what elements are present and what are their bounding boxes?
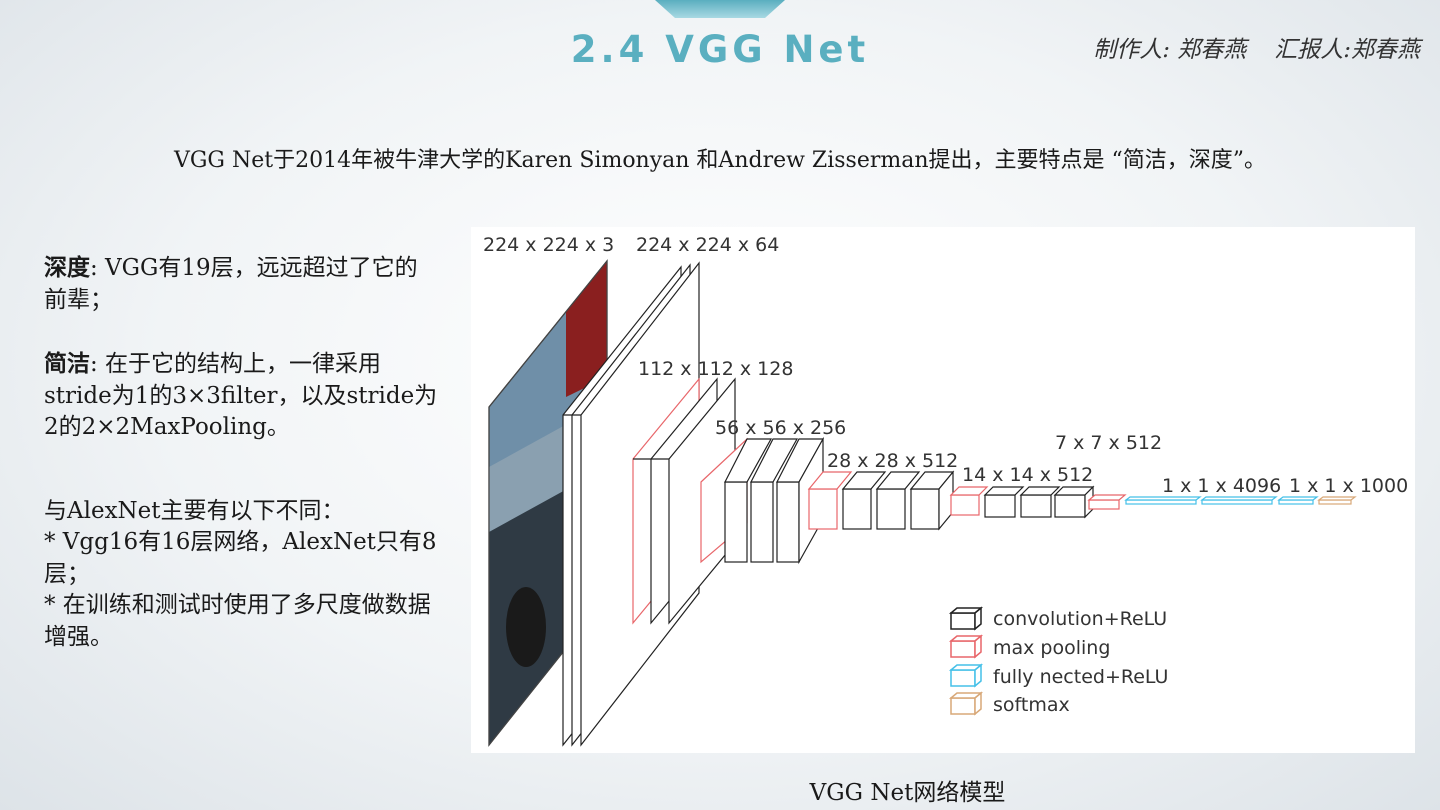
figure-caption: VGG Net网络模型 bbox=[809, 780, 1006, 806]
vgg-diagram: 224 x 224 x 3 224 x 224 x 64 112 x 112 x… bbox=[483, 234, 1408, 747]
simple-paragraph: 简洁: 在于它的结构上，一律采用stride为1的3×3filter，以及str… bbox=[44, 348, 439, 444]
legend-fc-text: fully nected+ReLU bbox=[993, 666, 1168, 688]
authors: 制作人: 郑春燕 汇报人:郑春燕 bbox=[1065, 30, 1420, 64]
legend-pool-icon bbox=[948, 634, 984, 659]
simple-text: : 在于它的结构上，一律采用stride为1的3×3filter，以及strid… bbox=[44, 351, 438, 440]
legend-conv-icon bbox=[948, 606, 984, 631]
simple-label: 简洁 bbox=[44, 350, 90, 377]
softmax-layer bbox=[1317, 496, 1357, 505]
label-conv4: 28 x 28 x 512 bbox=[827, 450, 958, 472]
legend: convolution+ReLU max pooling fully necte… bbox=[948, 606, 1168, 716]
diff-item-1: * Vgg16有16层网络，AlexNet只有8层； bbox=[44, 529, 437, 587]
legend-pool-text: max pooling bbox=[993, 637, 1110, 659]
label-conv2: 112 x 112 x 128 bbox=[638, 358, 793, 380]
label-conv5: 14 x 14 x 512 bbox=[962, 464, 1093, 486]
author-maker: 制作人: 郑春燕 bbox=[1093, 37, 1247, 63]
author-reporter: 汇报人:郑春燕 bbox=[1274, 37, 1420, 63]
label-fc: 1 x 1 x 4096 bbox=[1162, 475, 1281, 497]
vgg-architecture-figure: 224 x 224 x 3 224 x 224 x 64 112 x 112 x… bbox=[471, 227, 1415, 753]
page-title: 2.4 VGG Net bbox=[570, 28, 870, 71]
depth-paragraph: 深度: VGG有19层，远远超过了它的前辈； bbox=[44, 252, 439, 316]
intro-text: VGG Net于2014年被牛津大学的Karen Simonyan 和Andre… bbox=[173, 148, 1267, 173]
legend-softmax-text: softmax bbox=[993, 694, 1070, 716]
pool5-block bbox=[1087, 494, 1127, 510]
depth-label: 深度 bbox=[44, 254, 90, 281]
legend-softmax-icon bbox=[948, 691, 984, 716]
diff-item-2: * 在训练和测试时使用了多尺度做数据增强。 bbox=[44, 592, 431, 650]
label-out: 1 x 1 x 1000 bbox=[1289, 475, 1408, 497]
legend-conv-text: convolution+ReLU bbox=[993, 608, 1167, 630]
depth-text: : VGG有19层，远远超过了它的前辈； bbox=[44, 255, 418, 313]
label-pool5: 7 x 7 x 512 bbox=[1055, 432, 1162, 454]
label-conv3: 56 x 56 x 256 bbox=[715, 417, 846, 439]
legend-fc-icon bbox=[948, 663, 984, 688]
label-input: 224 x 224 x 3 bbox=[483, 234, 614, 256]
conv5-slabs bbox=[949, 485, 1095, 519]
label-conv1: 224 x 224 x 64 bbox=[636, 234, 779, 256]
conv4-slabs bbox=[807, 470, 955, 531]
fc-layers bbox=[1124, 496, 1319, 505]
top-decoration bbox=[655, 0, 785, 18]
left-description: 深度: VGG有19层，远远超过了它的前辈； 简洁: 在于它的结构上，一律采用s… bbox=[44, 252, 439, 653]
diff-title: 与AlexNet主要有以下不同： bbox=[44, 497, 345, 524]
